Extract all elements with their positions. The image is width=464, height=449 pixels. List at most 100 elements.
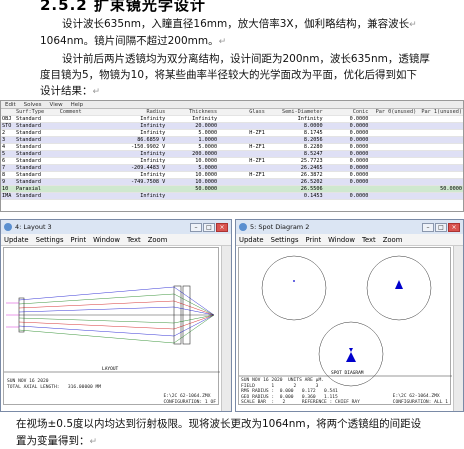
cell-glass[interactable] — [218, 165, 266, 171]
cell-thickness[interactable]: Infinity — [192, 116, 218, 122]
maximize-button[interactable]: □ — [203, 222, 215, 232]
close-button[interactable]: × — [216, 222, 228, 232]
cell-surf-type[interactable]: Standard — [15, 116, 41, 122]
cell-glass[interactable] — [218, 179, 266, 185]
cell-conic[interactable]: 0.0000 — [349, 172, 369, 178]
cell-thickness[interactable] — [166, 193, 218, 199]
cell-surf-index[interactable]: 3 — [2, 137, 6, 143]
cell-thickness[interactable]: 10.0000 — [195, 158, 218, 164]
cell-comment[interactable] — [59, 179, 109, 185]
cell-par0[interactable] — [369, 186, 417, 192]
cell-comment[interactable] — [59, 186, 109, 192]
cell-glass[interactable]: H-ZF1 — [249, 158, 265, 164]
cell-comment[interactable] — [59, 123, 109, 129]
cell-thickness[interactable]: 5.0000 — [198, 144, 218, 150]
cell-par0[interactable] — [369, 123, 417, 129]
cell-surf-index[interactable]: 9 — [2, 179, 6, 185]
menu-text[interactable]: Text — [361, 235, 376, 244]
cell-par1[interactable] — [417, 116, 463, 122]
cell-surf-index[interactable]: OBJ — [2, 116, 12, 122]
menu-settings[interactable]: Settings — [35, 235, 64, 244]
cell-conic[interactable]: 0.0000 — [349, 137, 369, 143]
cell-surf-index[interactable]: 10 — [2, 186, 9, 192]
menu-window[interactable]: Window — [328, 235, 355, 244]
cell-conic[interactable]: 0.0000 — [349, 165, 369, 171]
cell-conic[interactable] — [324, 186, 370, 192]
cell-thickness[interactable]: 20.0000 — [195, 123, 218, 129]
cell-glass[interactable] — [218, 123, 266, 129]
cell-thickness[interactable]: 1.0000 — [198, 137, 218, 143]
cell-par1[interactable] — [417, 144, 463, 150]
cell-glass[interactable]: H-ZF1 — [249, 130, 265, 136]
cell-par1[interactable] — [417, 130, 463, 136]
cell-surf-index[interactable]: 7 — [2, 165, 6, 171]
cell-conic[interactable]: 0.0000 — [349, 144, 369, 150]
menu-zoom[interactable]: Zoom — [382, 235, 403, 244]
cell-par1[interactable] — [417, 123, 463, 129]
cell-semi-diameter[interactable]: 26.5506 — [300, 186, 323, 192]
cell-par0[interactable] — [369, 172, 417, 178]
cell-glass[interactable] — [218, 186, 266, 192]
cell-semi-diameter[interactable]: 0.1453 — [303, 193, 323, 199]
cell-glass[interactable] — [218, 151, 266, 157]
cell-surf-type[interactable]: Standard — [15, 179, 41, 185]
cell-surf-type[interactable]: Standard — [15, 144, 41, 150]
menu-print[interactable]: Print — [305, 235, 322, 244]
menu-print[interactable]: Print — [70, 235, 87, 244]
cell-surf-index[interactable]: STO — [2, 123, 12, 129]
cell-thickness[interactable]: 10.0000 — [195, 179, 218, 185]
menu-window[interactable]: Window — [93, 235, 120, 244]
minimize-button[interactable]: – — [422, 222, 434, 232]
cell-radius[interactable]: Infinity — [140, 130, 166, 136]
cell-semi-diameter[interactable]: 26.5202 — [300, 179, 323, 185]
cell-conic[interactable]: 0.0000 — [349, 130, 369, 136]
cell-semi-diameter[interactable]: 8.5247 — [303, 151, 323, 157]
cell-surf-type[interactable]: Standard — [15, 172, 41, 178]
cell-glass[interactable] — [218, 116, 266, 122]
cell-radius[interactable]: 86.6859 V — [137, 137, 166, 143]
cell-glass[interactable]: H-ZF1 — [249, 144, 265, 150]
cell-radius[interactable]: Infinity — [140, 193, 166, 199]
cell-surf-index[interactable]: 5 — [2, 151, 6, 157]
cell-comment[interactable] — [59, 144, 109, 150]
cell-par1[interactable] — [417, 193, 463, 199]
menu-update[interactable]: Update — [239, 235, 264, 244]
cell-par0[interactable] — [369, 144, 417, 150]
cell-par1[interactable] — [417, 179, 463, 185]
layout-scrollbar[interactable] — [221, 246, 231, 411]
cell-radius[interactable]: Infinity — [140, 123, 166, 129]
menu-view[interactable]: View — [49, 101, 63, 108]
cell-semi-diameter[interactable]: 8.1745 — [303, 130, 323, 136]
cell-surf-index[interactable]: 6 — [2, 158, 6, 164]
menu-solves[interactable]: Solves — [23, 101, 42, 108]
cell-radius[interactable]: Infinity — [140, 172, 166, 178]
cell-semi-diameter[interactable]: Infinity — [297, 116, 323, 122]
maximize-button[interactable]: □ — [435, 222, 447, 232]
menu-update[interactable]: Update — [4, 235, 29, 244]
cell-comment[interactable] — [59, 172, 109, 178]
cell-comment[interactable] — [59, 158, 109, 164]
cell-surf-index[interactable]: 2 — [2, 130, 6, 136]
cell-conic[interactable]: 0.0000 — [349, 179, 369, 185]
cell-surf-index[interactable]: IMA — [2, 193, 12, 199]
spot-scrollbar[interactable] — [453, 246, 463, 411]
menu-help[interactable]: Help — [70, 101, 84, 108]
cell-par0[interactable] — [369, 179, 417, 185]
cell-thickness[interactable]: 5.0000 — [198, 130, 218, 136]
menu-zoom[interactable]: Zoom — [147, 235, 168, 244]
cell-radius[interactable]: -209.4483 V — [130, 165, 166, 171]
cell-surf-type[interactable]: Standard — [15, 151, 41, 157]
cell-par0[interactable] — [369, 158, 417, 164]
cell-thickness[interactable]: 50.0000 — [195, 186, 218, 192]
cell-par1[interactable]: 50.0000 — [440, 186, 463, 192]
cell-par0[interactable] — [369, 193, 417, 199]
cell-glass[interactable]: H-ZF1 — [249, 172, 265, 178]
close-button[interactable]: × — [448, 222, 460, 232]
cell-semi-diameter[interactable]: 8.2280 — [303, 144, 323, 150]
